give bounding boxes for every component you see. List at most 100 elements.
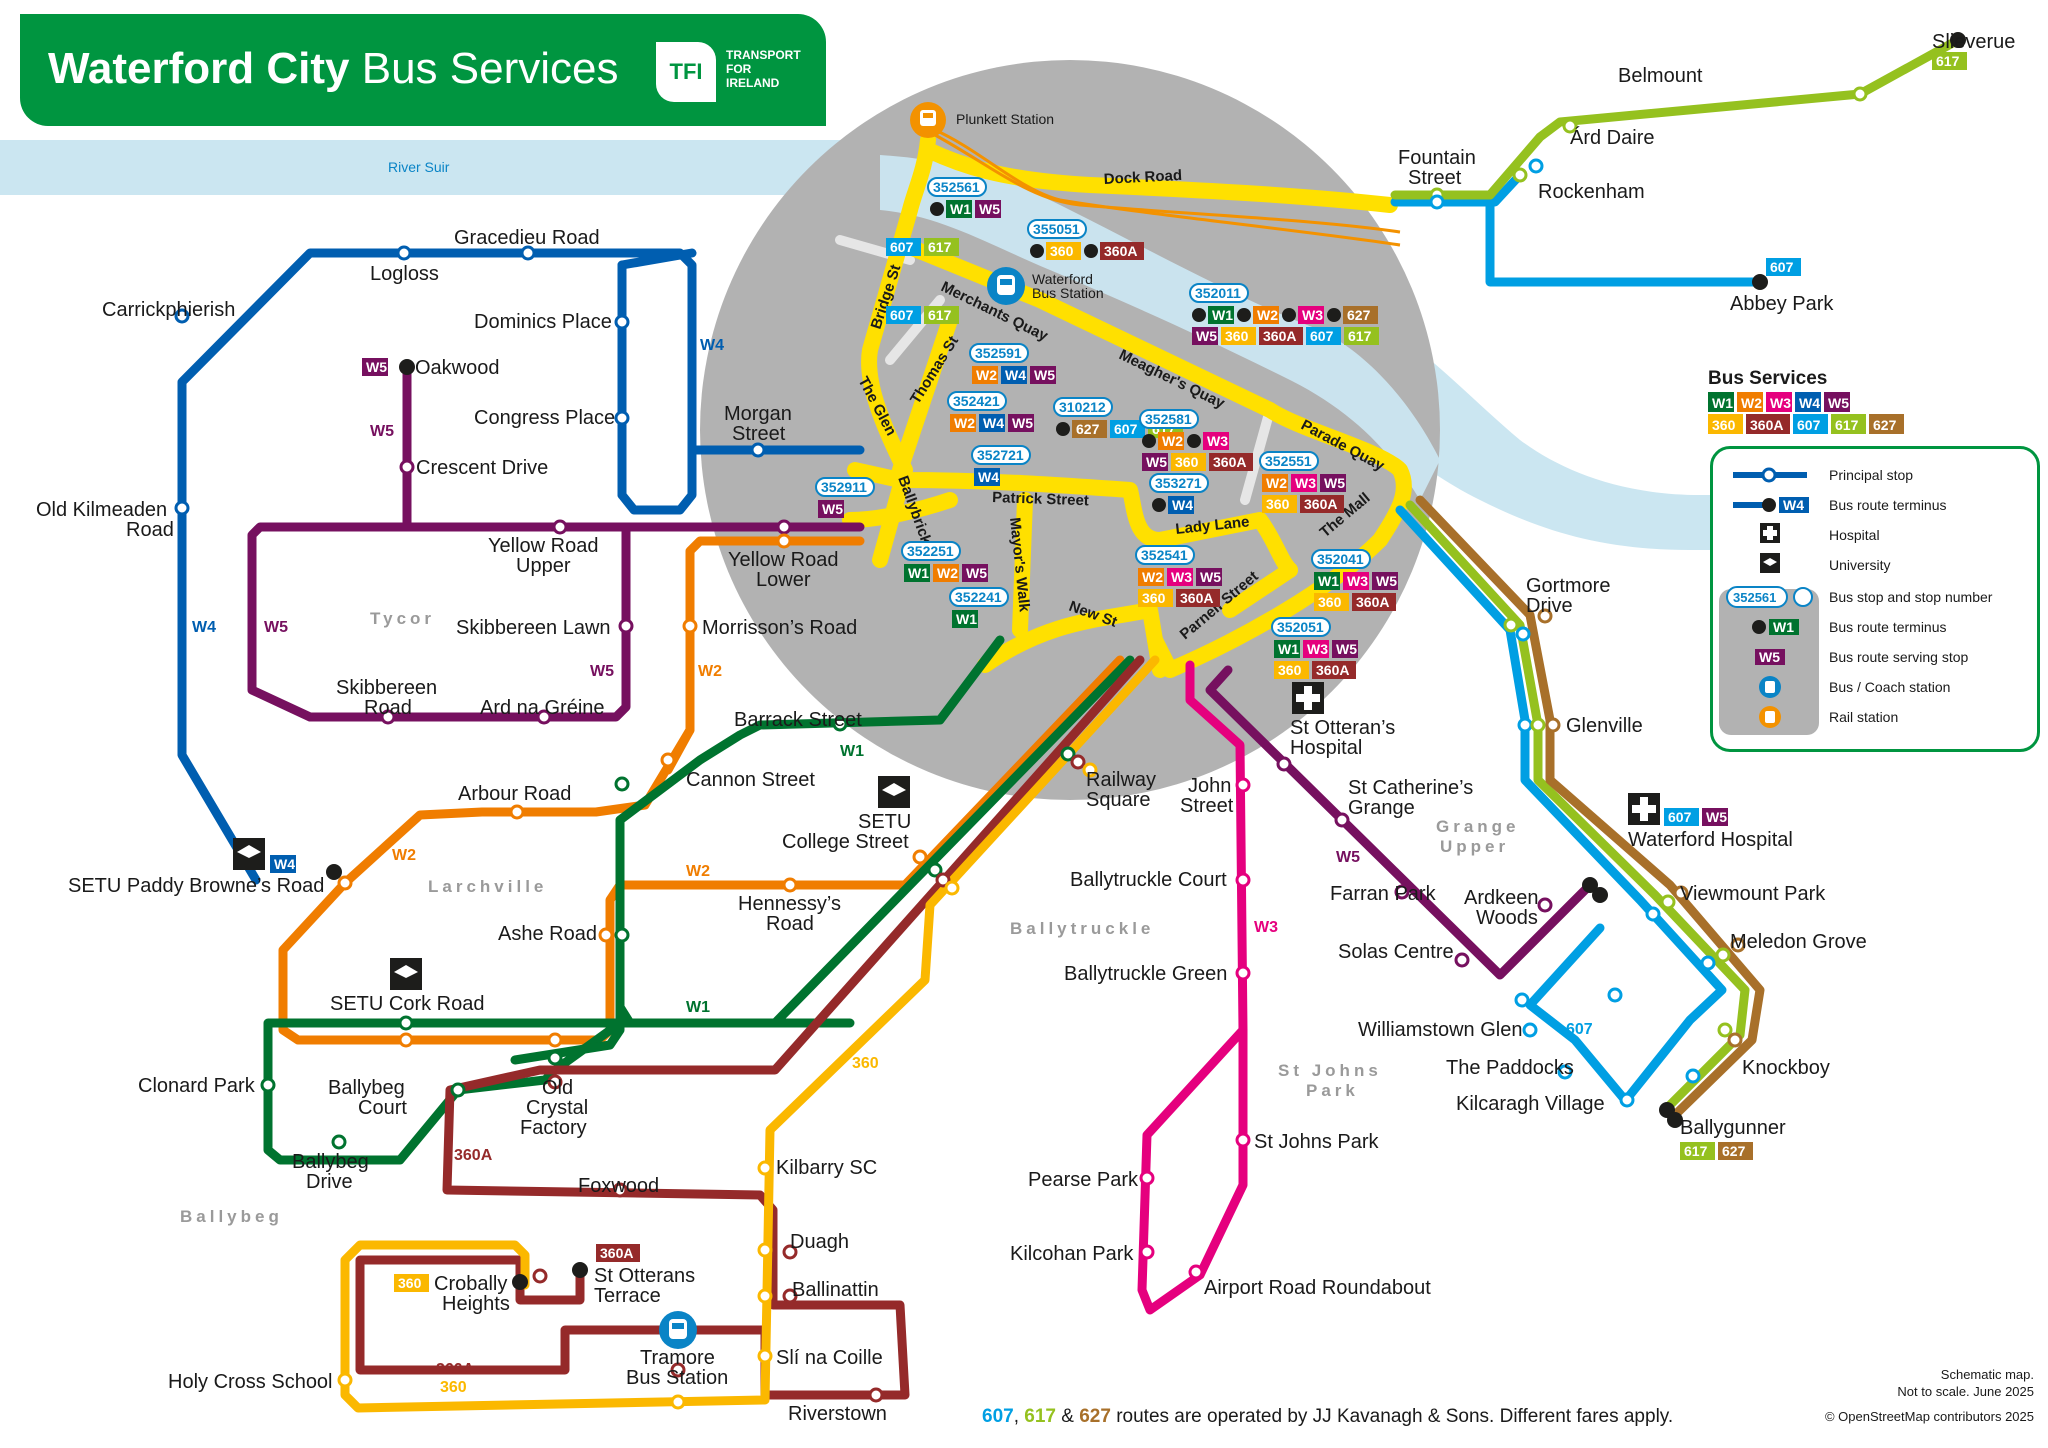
route-line-360[interactable]	[340, 655, 1160, 1413]
stop-marker[interactable]	[1235, 872, 1251, 888]
terminus-dot[interactable]	[1592, 887, 1608, 903]
stop-marker[interactable]	[868, 1387, 884, 1403]
stop-marker[interactable]	[450, 1082, 466, 1098]
terminus-dot[interactable]	[572, 1262, 588, 1278]
stop-marker[interactable]	[670, 1394, 686, 1410]
stop-marker[interactable]	[782, 1244, 798, 1260]
stop-marker[interactable]	[1070, 754, 1086, 770]
stop-marker[interactable]	[776, 519, 792, 535]
terminus-dot[interactable]	[512, 1274, 528, 1290]
stop-marker[interactable]	[380, 709, 396, 725]
route-line-W1[interactable]	[263, 635, 1135, 1165]
stop-marker[interactable]	[1394, 884, 1410, 900]
terminus-dot[interactable]	[326, 864, 342, 880]
route-line-360A[interactable]	[355, 655, 1145, 1400]
terminus-dot[interactable]	[1950, 32, 1966, 48]
stop-marker[interactable]	[912, 849, 928, 865]
stop-marker[interactable]	[1645, 906, 1661, 922]
stop-marker[interactable]	[337, 1372, 353, 1388]
route-line-607[interactable]	[1390, 170, 1765, 1105]
stop-marker[interactable]	[1730, 937, 1746, 953]
stop-marker[interactable]	[614, 314, 630, 330]
stop-marker[interactable]	[670, 1362, 686, 1378]
stop-marker[interactable]	[547, 1074, 563, 1090]
stop-marker[interactable]	[1660, 894, 1676, 910]
route-line-W4[interactable]	[177, 248, 865, 885]
terminus-dot[interactable]	[1752, 274, 1768, 290]
stop-marker[interactable]	[520, 245, 536, 261]
stop-marker[interactable]	[337, 875, 353, 891]
stop-marker[interactable]	[1188, 1264, 1204, 1280]
stop-marker[interactable]	[509, 804, 525, 820]
stop-marker[interactable]	[1522, 1022, 1538, 1038]
stop-marker[interactable]	[1673, 885, 1689, 901]
terminus-dot[interactable]	[1582, 877, 1598, 893]
stop-marker[interactable]	[944, 880, 960, 896]
stop-marker[interactable]	[398, 1032, 414, 1048]
stop-marker[interactable]	[612, 1182, 628, 1198]
stop-marker[interactable]	[1700, 955, 1716, 971]
stop-marker[interactable]	[1512, 167, 1528, 183]
stop-marker[interactable]	[1235, 965, 1251, 981]
stop-marker[interactable]	[174, 308, 190, 324]
stop-marker[interactable]	[1515, 626, 1531, 642]
stop-marker[interactable]	[614, 410, 630, 426]
stop-marker[interactable]	[174, 500, 190, 516]
stop-marker[interactable]	[1454, 952, 1470, 968]
stop-marker[interactable]	[750, 442, 766, 458]
stop-marker[interactable]	[598, 927, 614, 943]
stop-marker[interactable]	[757, 1288, 773, 1304]
stop-marker[interactable]	[536, 709, 552, 725]
stop-marker[interactable]	[776, 533, 792, 549]
stop-marker[interactable]	[1060, 746, 1076, 762]
stop-marker[interactable]	[1517, 717, 1533, 733]
stop-marker[interactable]	[1139, 1244, 1155, 1260]
stop-marker[interactable]	[614, 927, 630, 943]
stop-marker[interactable]	[260, 1077, 276, 1093]
stop-marker[interactable]	[1139, 1170, 1155, 1186]
rail-station-icon[interactable]	[910, 102, 946, 138]
stop-marker[interactable]	[1334, 812, 1350, 828]
stop-marker[interactable]	[1619, 1092, 1635, 1108]
stop-marker[interactable]	[1717, 1022, 1733, 1038]
route-line-W5[interactable]	[247, 362, 1595, 980]
stop-marker[interactable]	[1607, 987, 1623, 1003]
stop-marker[interactable]	[1727, 1032, 1743, 1048]
stop-marker[interactable]	[1503, 617, 1519, 633]
stop-marker[interactable]	[782, 1288, 798, 1304]
stop-marker[interactable]	[1528, 158, 1544, 174]
stop-marker[interactable]	[399, 459, 415, 475]
stop-marker[interactable]	[660, 752, 676, 768]
stop-marker[interactable]	[618, 618, 634, 634]
bus-station-icon[interactable]	[987, 267, 1025, 305]
stop-marker[interactable]	[547, 1032, 563, 1048]
stop-marker[interactable]	[1685, 1068, 1701, 1084]
stop-marker[interactable]	[1715, 947, 1731, 963]
stop-marker[interactable]	[1514, 992, 1530, 1008]
stop-marker[interactable]	[532, 1268, 548, 1284]
stop-marker[interactable]	[1082, 762, 1098, 778]
stop-marker[interactable]	[1537, 897, 1553, 913]
stop-marker[interactable]	[757, 1160, 773, 1176]
stop-marker[interactable]	[1852, 86, 1868, 102]
stop-marker[interactable]	[396, 245, 412, 261]
stop-marker[interactable]	[1562, 118, 1578, 134]
terminus-dot[interactable]	[1667, 1112, 1683, 1128]
stop-marker[interactable]	[547, 1050, 563, 1066]
stop-marker[interactable]	[1537, 608, 1553, 624]
stop-marker[interactable]	[1429, 194, 1445, 210]
